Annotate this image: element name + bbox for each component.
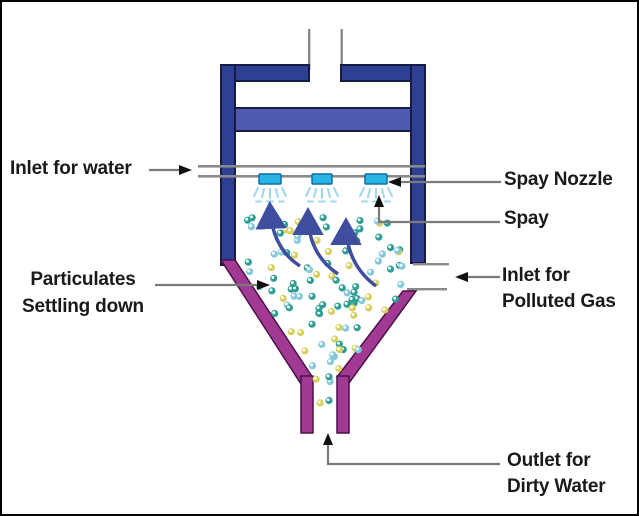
outlet-pipe-right-wall — [336, 375, 350, 434]
right-arrow-icon — [257, 280, 270, 290]
clean-gas-outlet-stack — [308, 29, 343, 70]
spray-nozzle-icon — [364, 173, 388, 185]
up-arrow-icon — [323, 433, 333, 445]
label-line: Dirty Water — [507, 476, 606, 497]
left-arrow-icon — [455, 272, 468, 282]
spray-fans — [253, 187, 393, 203]
left-arrow-icon — [388, 177, 401, 187]
label-outlet-for-dirty-water: Outlet for Dirty Water — [507, 448, 606, 500]
label-line: Inlet for — [502, 265, 570, 286]
spray-nozzle-icon — [258, 173, 282, 185]
gas-flow-arrows — [255, 201, 378, 288]
label-particulates-settling-down: Particulates Settling down — [2, 266, 164, 320]
up-arrow-icon — [374, 195, 384, 207]
up-arrow-icon — [330, 217, 378, 288]
gas-inlet-duct — [407, 263, 449, 291]
tower-body — [220, 64, 426, 266]
outlet-pipe-left-wall — [300, 375, 314, 434]
label-inlet-for-water: Inlet for water — [10, 158, 132, 179]
label-line: Particulates — [30, 269, 136, 290]
label-spray-nozzle: Spay Nozzle — [504, 169, 613, 190]
outlet-leader — [326, 443, 500, 466]
label-line: Settling down — [22, 296, 144, 317]
spray-leader — [377, 205, 500, 224]
up-arrow-icon — [255, 201, 301, 268]
spray-nozzles — [258, 173, 388, 185]
spray-nozzle-icon — [311, 173, 333, 185]
demister-plate — [234, 107, 412, 132]
right-arrow-icon — [179, 165, 192, 175]
label-line: Outlet for — [507, 450, 591, 471]
label-line: Polluted Gas — [502, 291, 616, 312]
label-spray: Spay — [504, 208, 549, 229]
leader-lines — [149, 165, 501, 466]
up-arrow-icon — [292, 207, 339, 276]
label-inlet-for-polluted-gas: Inlet for Polluted Gas — [502, 263, 616, 315]
